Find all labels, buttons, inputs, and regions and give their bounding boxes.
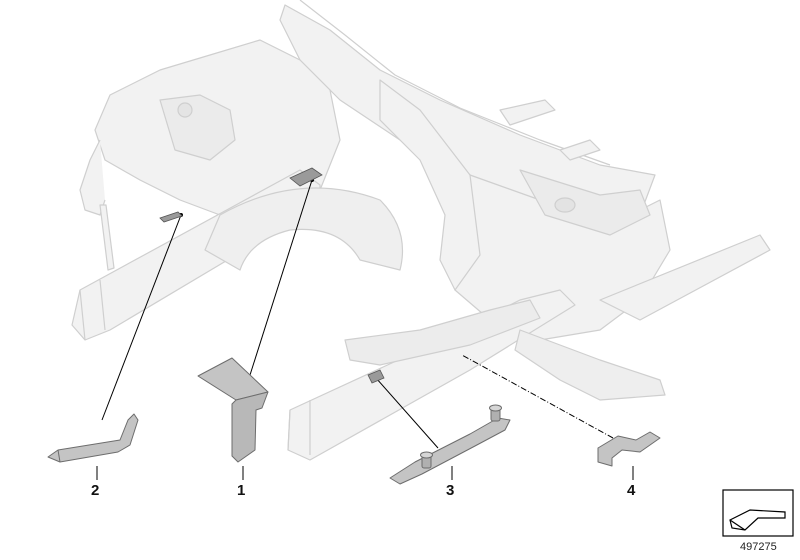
direction-arrow-icon <box>722 489 794 537</box>
part-4-bracket <box>597 431 661 467</box>
part-2-bracket <box>47 413 139 463</box>
reference-number: 497275 <box>740 541 777 553</box>
part-1-bracket <box>197 357 269 463</box>
callout-label-3: 3 <box>446 482 455 499</box>
front-end-body-structure <box>71 0 771 461</box>
leader-line-2 <box>101 214 182 421</box>
mounted-bracket-markers <box>159 167 385 384</box>
leader-line-3 <box>375 377 439 449</box>
leader-line-1 <box>249 179 313 376</box>
callout-ticks <box>96 466 634 480</box>
callout-label-1: 1 <box>237 482 246 499</box>
callout-label-4: 4 <box>627 482 636 499</box>
callout-label-2: 2 <box>91 482 100 499</box>
part-3-plate-with-studs <box>389 404 511 485</box>
leader-line-4 <box>461 354 614 439</box>
